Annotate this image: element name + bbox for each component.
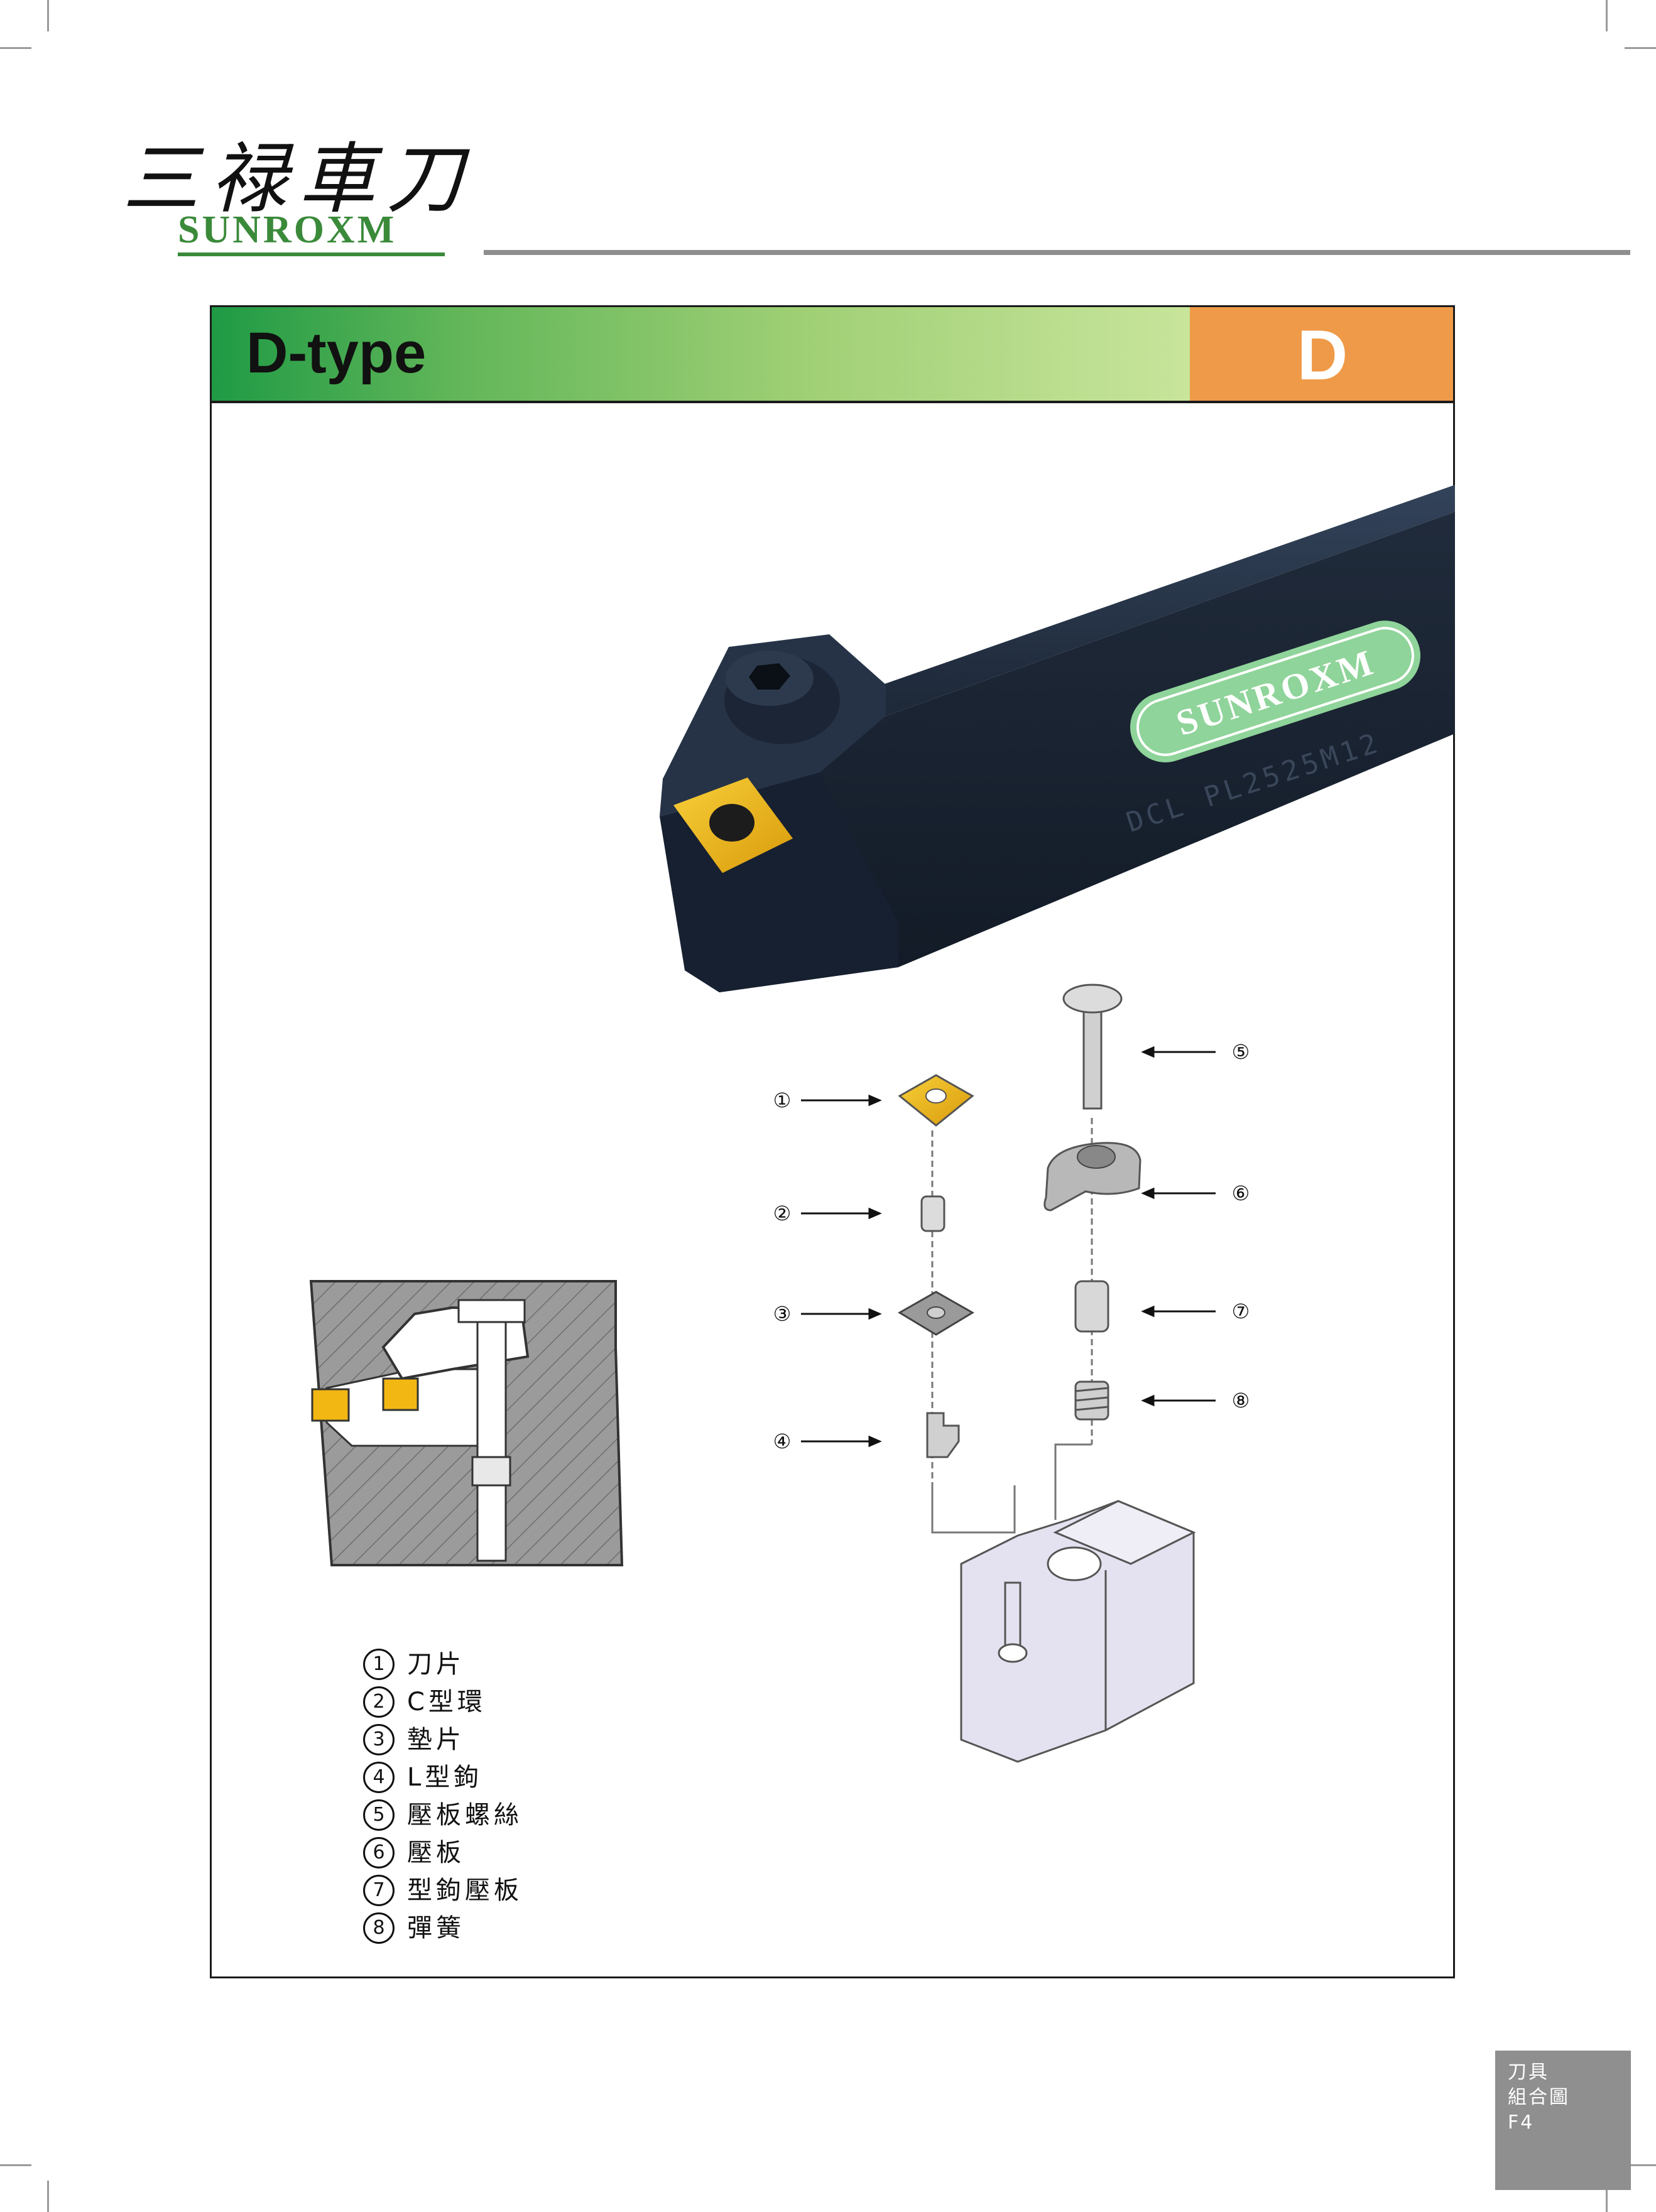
page-tab-line2: 組合圖 — [1508, 2086, 1570, 2108]
exploded-view — [801, 984, 1216, 1763]
brand-logo-cjk: 三禄車刀 — [123, 134, 474, 224]
crop-mark — [1625, 47, 1656, 49]
section-insert-left — [311, 1388, 350, 1422]
section-screw-head — [457, 1299, 526, 1323]
tool-shank-top — [883, 485, 1455, 716]
cross-section-diagram — [309, 1280, 624, 1566]
legend-num: 8 — [363, 1912, 395, 1944]
crop-mark — [1625, 2164, 1656, 2166]
brand-plate — [1130, 621, 1420, 762]
callout-5: ⑤ — [1231, 1040, 1250, 1064]
legend-item: 5 壓板螺絲 — [363, 1796, 523, 1831]
callout-4: ④ — [773, 1429, 792, 1453]
part-c-ring — [920, 1195, 945, 1232]
legend-item: 2 C型環 — [363, 1683, 486, 1718]
part-clamp-hole — [1077, 1145, 1116, 1169]
section-insert-right — [382, 1377, 419, 1411]
legend-num: 2 — [363, 1686, 395, 1718]
insert-hole-icon — [709, 804, 754, 842]
callout-2: ② — [773, 1201, 792, 1225]
section-spring — [471, 1456, 511, 1487]
page-tab-line3: F4 — [1508, 2112, 1535, 2133]
legend-num: 7 — [363, 1875, 395, 1906]
legend-num: 5 — [363, 1799, 395, 1831]
part-hook-clamp — [1074, 1280, 1109, 1333]
legend-item: 1 刀片 — [363, 1645, 465, 1681]
section-badge-letter: D — [1297, 316, 1348, 394]
legend-label: C型環 — [407, 1688, 486, 1716]
crop-mark — [47, 2181, 49, 2212]
part-clamp — [1043, 1142, 1141, 1212]
part-shim-hole — [927, 1306, 945, 1319]
legend-num: 4 — [363, 1762, 395, 1793]
callout-1: ① — [773, 1088, 792, 1112]
legend-label: 壓板螺絲 — [407, 1801, 523, 1830]
legend-item: 4 L型鉤 — [363, 1759, 482, 1794]
title-band — [210, 305, 1190, 403]
section-title: D-type — [246, 321, 427, 385]
hex-socket-icon — [749, 663, 790, 690]
callout-6: ⑥ — [1231, 1181, 1250, 1205]
page-tab — [1495, 2051, 1631, 2190]
callout-7: ⑦ — [1231, 1299, 1250, 1323]
tool-shank-side — [685, 512, 1455, 992]
section-screw-shaft — [476, 1308, 507, 1562]
part-insert-hole — [925, 1088, 947, 1103]
holder-block — [960, 1500, 1196, 1763]
legend-label: 壓板 — [407, 1838, 465, 1867]
section-badge — [1190, 305, 1455, 403]
legend-label: 刀片 — [407, 1650, 465, 1679]
callout-8: ⑧ — [1231, 1389, 1250, 1412]
legend-item: 3 墊片 — [363, 1721, 465, 1756]
title-rule — [210, 401, 1455, 403]
crop-mark — [47, 0, 49, 31]
legend-item: 6 壓板 — [363, 1834, 465, 1869]
brand-underline — [178, 252, 445, 256]
callout-3: ③ — [773, 1302, 792, 1326]
legend-label: 彈簧 — [407, 1914, 465, 1943]
crop-mark — [1606, 0, 1608, 31]
crop-mark — [0, 47, 31, 49]
brand-plate-inner — [1136, 627, 1414, 756]
legend-label: 型鉤壓板 — [407, 1876, 523, 1905]
tool-holder-photo: SUNROXM DCL PL2525M12 — [660, 485, 1455, 992]
brand-logo-en: SUNROXM — [178, 209, 397, 251]
legend-num: 6 — [363, 1837, 395, 1868]
legend-num: 1 — [363, 1649, 395, 1680]
part-spring — [1074, 1380, 1109, 1421]
legend-item: 7 型鉤壓板 — [363, 1872, 523, 1907]
crop-mark — [0, 2164, 31, 2166]
legend-num: 3 — [363, 1724, 395, 1755]
part-clamp-screw-head — [1062, 984, 1123, 1014]
part-l-hook — [926, 1412, 960, 1458]
legend-label: 墊片 — [407, 1725, 465, 1754]
header-rule — [484, 250, 1630, 255]
part-clamp-screw-shaft — [1082, 1007, 1103, 1110]
legend-label: L型鉤 — [407, 1763, 483, 1792]
page-tab-line1: 刀具 — [1508, 2061, 1549, 2083]
legend-item: 8 彈簧 — [363, 1909, 465, 1944]
crop-mark — [1606, 2181, 1608, 2212]
